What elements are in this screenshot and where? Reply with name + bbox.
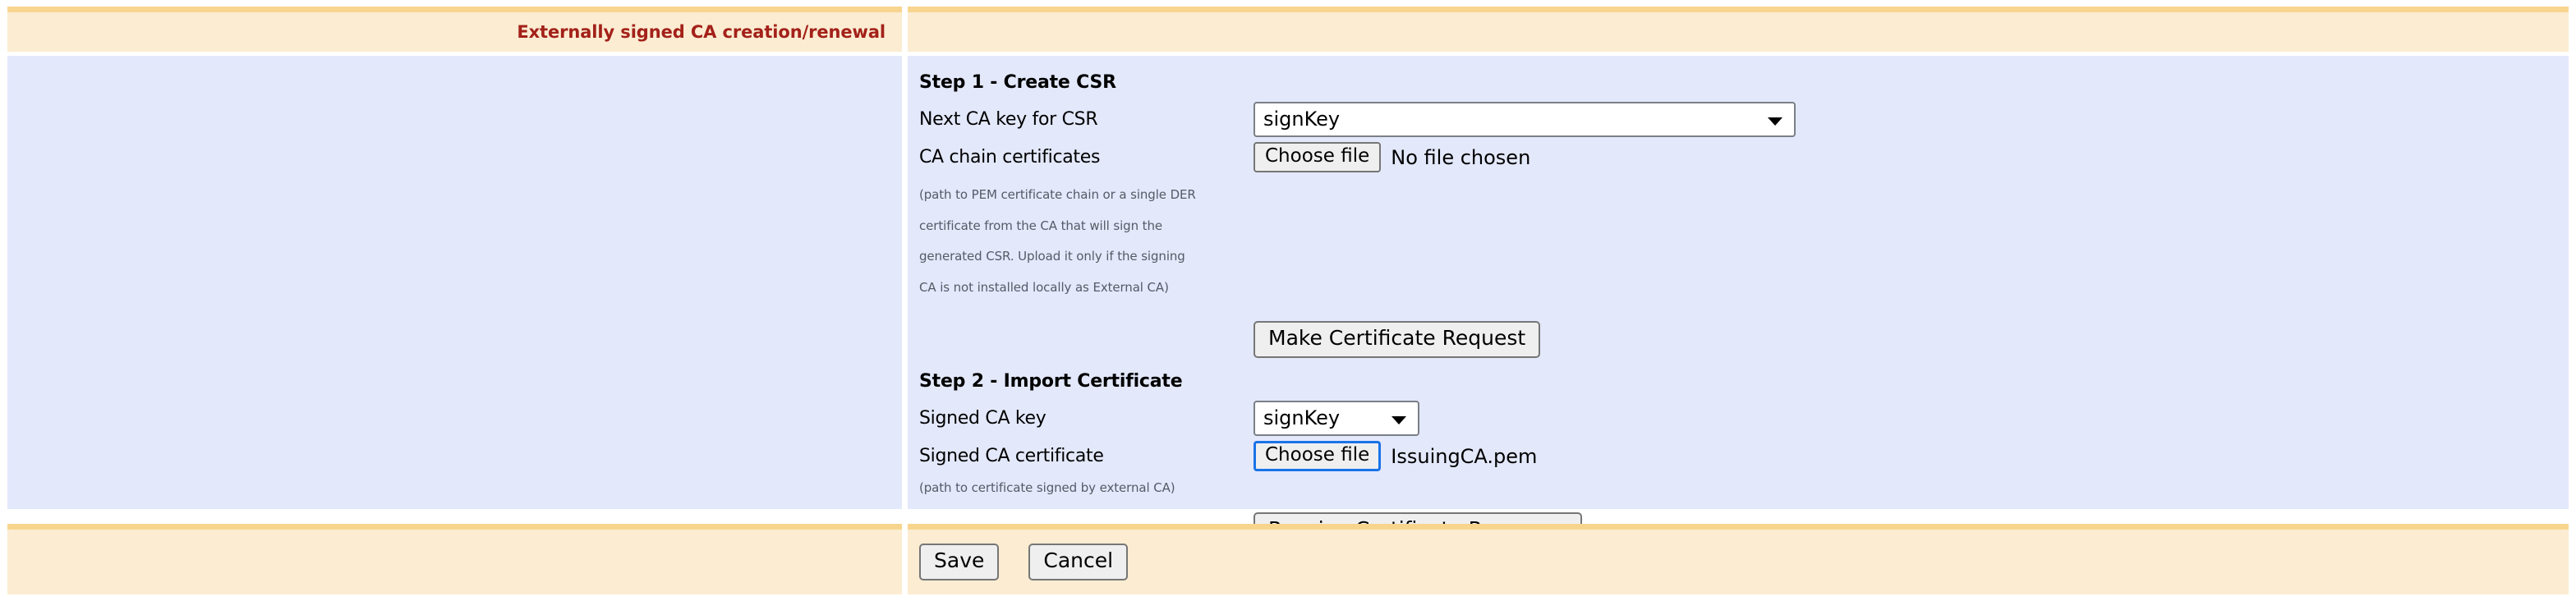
step1-help-text: (path to PEM certificate chain or a sing… xyxy=(919,175,2569,303)
column-divider xyxy=(902,56,908,509)
make-certificate-request-button[interactable]: Make Certificate Request xyxy=(1254,321,1541,359)
step2-help-text: (path to certificate signed by external … xyxy=(919,474,2569,498)
step2-signed-ca-certificate-control: Choose file IssuingCA.pem xyxy=(1254,438,2569,474)
step1-action-row: Make Certificate Request xyxy=(919,303,2569,366)
step1-help-line: certificate from the CA that will sign t… xyxy=(919,218,1162,233)
form-footer-band: Save Cancel xyxy=(7,524,2569,594)
ca-chain-file-input[interactable]: Choose file No file chosen xyxy=(1254,142,1531,173)
page-title: Externally signed CA creation/renewal xyxy=(517,22,886,42)
step2-signed-ca-certificate-label: Signed CA certificate xyxy=(919,445,1104,466)
step2-help-line: (path to certificate signed by external … xyxy=(919,480,1175,496)
form-footer-right-cell: Save Cancel xyxy=(908,524,2569,594)
column-divider xyxy=(902,524,908,594)
chevron-down-icon xyxy=(1392,415,1406,424)
form-footer-left-cell xyxy=(7,524,902,594)
column-divider xyxy=(902,7,908,52)
step1-help-line: CA is not installed locally as External … xyxy=(919,279,1169,295)
ca-chain-choose-file-button[interactable]: Choose file xyxy=(1254,142,1382,173)
step2-signed-ca-key-control: signKey xyxy=(1254,398,2569,438)
step1-ca-chain-label: CA chain certificates xyxy=(919,146,1101,167)
chevron-down-icon xyxy=(1768,117,1782,126)
signed-ca-key-selected-value: signKey xyxy=(1263,406,1341,430)
form-fields-grid: Step 1 - Create CSR Next CA key for CSR … xyxy=(919,67,2569,557)
step1-next-ca-key-control: signKey xyxy=(1254,99,2569,140)
step1-help-line: (path to PEM certificate chain or a sing… xyxy=(919,187,1196,203)
form-body-left-cell xyxy=(7,56,902,509)
step1-heading: Step 1 - Create CSR xyxy=(919,72,1116,93)
step2-signed-ca-key-label: Signed CA key xyxy=(919,407,1046,429)
section-header-right-cell xyxy=(908,7,2569,52)
signed-ca-key-select[interactable]: signKey xyxy=(1254,401,1419,437)
cancel-button[interactable]: Cancel xyxy=(1028,544,1129,580)
section-header-left-cell: Externally signed CA creation/renewal xyxy=(7,7,902,52)
step1-next-ca-key-label: Next CA key for CSR xyxy=(919,108,1098,130)
signed-ca-certificate-choose-file-button[interactable]: Choose file xyxy=(1254,441,1382,472)
step1-help-line: generated CSR. Upload it only if the sig… xyxy=(919,249,1185,264)
next-ca-key-select[interactable]: signKey xyxy=(1254,102,1796,137)
step1-ca-chain-control: Choose file No file chosen xyxy=(1254,140,2569,175)
form-body-band: Step 1 - Create CSR Next CA key for CSR … xyxy=(7,56,2569,549)
ca-chain-selected-filename: No file chosen xyxy=(1391,145,1531,169)
section-header-band: Externally signed CA creation/renewal xyxy=(7,7,2569,52)
step2-heading: Step 2 - Import Certificate xyxy=(919,371,1183,392)
next-ca-key-selected-value: signKey xyxy=(1263,108,1341,131)
save-button[interactable]: Save xyxy=(919,544,1000,580)
signed-ca-certificate-file-input[interactable]: Choose file IssuingCA.pem xyxy=(1254,441,1538,472)
signed-ca-certificate-selected-filename: IssuingCA.pem xyxy=(1391,444,1538,468)
form-body-right-cell: Step 1 - Create CSR Next CA key for CSR … xyxy=(908,56,2569,549)
